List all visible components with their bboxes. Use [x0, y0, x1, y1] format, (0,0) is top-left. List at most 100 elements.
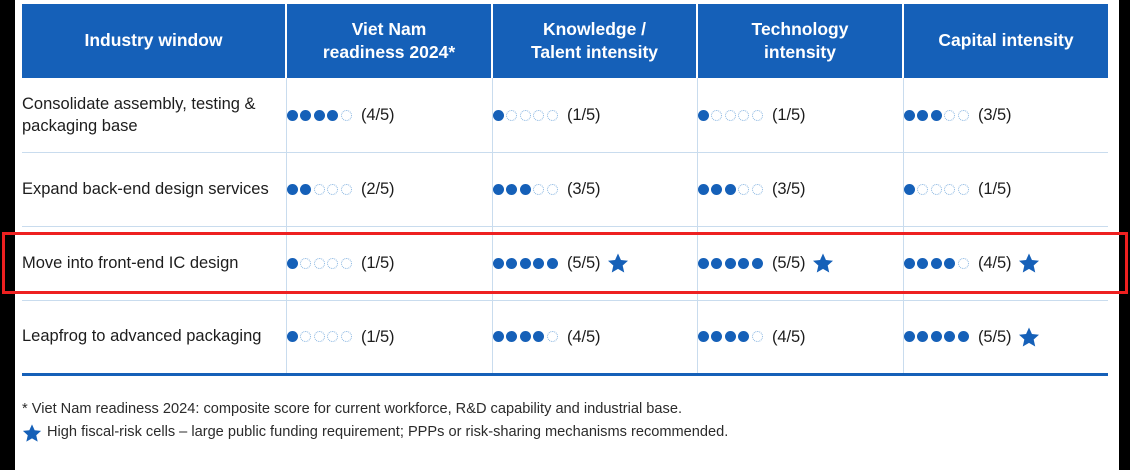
- score-label: (5/5): [567, 254, 601, 273]
- dot-filled-icon: [738, 331, 749, 343]
- score-cell: (1/5): [286, 300, 493, 376]
- table-row: Leapfrog to advanced packaging (1/5) (4/5)…: [22, 300, 1108, 376]
- footnote-fiscal-risk-legend: High fiscal-risk cells – large public fu…: [22, 421, 1102, 444]
- column-header-line1: Industry window: [84, 30, 223, 51]
- column-header-line1: Capital intensity: [938, 30, 1074, 51]
- dot-rating: [697, 183, 766, 195]
- row-label-cell: Leapfrog to advanced packaging: [22, 300, 287, 376]
- dot-empty-icon: [313, 257, 325, 269]
- column-header-line1: Viet Nam: [351, 18, 427, 39]
- dot-empty-icon: [957, 109, 969, 121]
- dot-rating: [492, 183, 561, 195]
- score-label: (2/5): [361, 180, 395, 199]
- dot-filled-icon: [286, 257, 298, 269]
- score-label: (4/5): [567, 327, 601, 346]
- right-gutter-bar: [1119, 0, 1130, 470]
- column-header-knowledge-talent-intensity: Knowledge / Talent intensity: [492, 4, 698, 78]
- dot-empty-icon: [519, 109, 531, 121]
- dot-filled-icon: [724, 331, 736, 343]
- industry-window-matrix-table: Industry window Viet Nam readiness 2024*…: [22, 4, 1108, 376]
- dot-filled-icon: [286, 183, 298, 195]
- dot-empty-icon: [300, 257, 311, 269]
- row-label-cell: Consolidate assembly, testing & packagin…: [22, 78, 287, 153]
- dot-rating: [492, 331, 561, 343]
- dot-filled-icon: [903, 331, 915, 343]
- column-header-line1: Knowledge /: [542, 18, 647, 39]
- dot-filled-icon: [711, 331, 722, 343]
- score-label: (1/5): [772, 105, 806, 124]
- dot-empty-icon: [957, 183, 969, 195]
- dot-empty-icon: [340, 183, 352, 195]
- dot-empty-icon: [327, 331, 338, 343]
- footnote-text: * Viet Nam readiness 2024: composite sco…: [22, 400, 683, 417]
- dot-filled-icon: [930, 109, 942, 121]
- dot-filled-icon: [917, 257, 928, 269]
- footnotes: * Viet Nam readiness 2024: composite sco…: [22, 398, 1102, 444]
- dot-filled-icon: [917, 109, 928, 121]
- score-label: (1/5): [978, 180, 1012, 199]
- dot-filled-icon: [711, 257, 722, 269]
- dot-filled-icon: [492, 331, 504, 343]
- star-icon: [22, 423, 42, 443]
- dot-rating: [286, 257, 355, 269]
- dot-filled-icon: [286, 109, 298, 121]
- dot-empty-icon: [313, 183, 325, 195]
- dot-filled-icon: [697, 183, 709, 195]
- dot-empty-icon: [738, 183, 749, 195]
- dot-filled-icon: [724, 183, 736, 195]
- column-header-line2: intensity: [764, 42, 836, 62]
- dot-rating: [903, 331, 972, 343]
- dot-filled-icon: [930, 331, 942, 343]
- dot-rating: [286, 109, 355, 121]
- column-header-viet-nam-readiness: Viet Nam readiness 2024*: [286, 4, 493, 78]
- dot-filled-icon: [506, 257, 517, 269]
- star-icon: [1018, 326, 1040, 348]
- dot-filled-icon: [519, 257, 531, 269]
- dot-rating: [903, 257, 972, 269]
- dot-empty-icon: [944, 109, 955, 121]
- score-label: (1/5): [361, 327, 395, 346]
- score-cell: (1/5): [697, 78, 904, 153]
- dot-filled-icon: [492, 183, 504, 195]
- table-row: Expand back-end design services(2/5)(3/5…: [22, 152, 1108, 227]
- dot-filled-icon: [300, 183, 311, 195]
- dot-empty-icon: [533, 183, 544, 195]
- dot-rating: [286, 183, 355, 195]
- dot-filled-icon: [313, 109, 325, 121]
- footnote-text: High fiscal-risk cells – large public fu…: [47, 423, 729, 440]
- dot-empty-icon: [327, 257, 338, 269]
- dot-filled-icon: [751, 257, 763, 269]
- dot-empty-icon: [711, 109, 722, 121]
- dot-filled-icon: [533, 331, 544, 343]
- dot-empty-icon: [533, 109, 544, 121]
- star-icon: [1018, 252, 1040, 274]
- dot-empty-icon: [738, 109, 749, 121]
- score-label: (3/5): [567, 180, 601, 199]
- dot-filled-icon: [697, 257, 709, 269]
- score-label: (4/5): [978, 254, 1012, 273]
- dot-rating: [492, 257, 561, 269]
- dot-filled-icon: [327, 109, 338, 121]
- dot-filled-icon: [957, 331, 969, 343]
- row-label: Leapfrog to advanced packaging: [22, 327, 262, 346]
- star-icon: [812, 252, 834, 274]
- dot-filled-icon: [724, 257, 736, 269]
- dot-filled-icon: [697, 109, 709, 121]
- dot-filled-icon: [286, 331, 298, 343]
- dot-filled-icon: [546, 257, 558, 269]
- dot-filled-icon: [533, 257, 544, 269]
- dot-empty-icon: [724, 109, 736, 121]
- score-cell: (2/5): [286, 152, 493, 227]
- score-cell: (3/5): [903, 78, 1108, 153]
- score-label: (1/5): [567, 105, 601, 124]
- dot-rating: [286, 331, 355, 343]
- dot-empty-icon: [751, 109, 763, 121]
- dot-empty-icon: [917, 183, 928, 195]
- dot-filled-icon: [697, 331, 709, 343]
- dot-empty-icon: [340, 331, 352, 343]
- dot-rating: [697, 257, 766, 269]
- dot-filled-icon: [492, 109, 504, 121]
- table-body: Consolidate assembly, testing & packagin…: [22, 78, 1108, 376]
- left-gutter-bar: [0, 0, 15, 470]
- dot-empty-icon: [300, 331, 311, 343]
